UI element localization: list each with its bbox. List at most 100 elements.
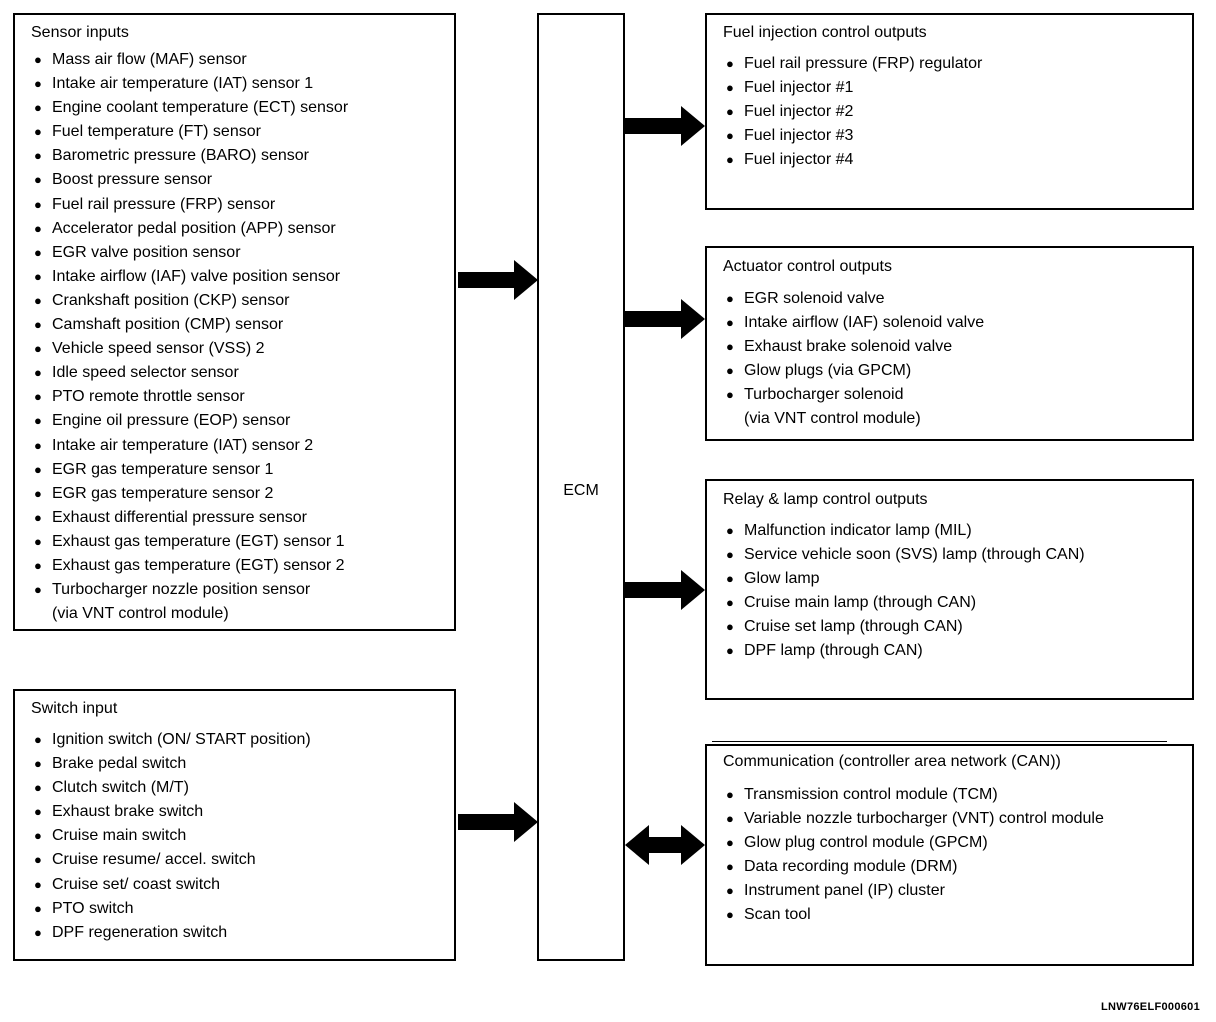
list-item: ●Exhaust differential pressure sensor: [33, 506, 450, 530]
bullet-icon: ●: [34, 900, 42, 916]
communication-box: Communication (controller area network (…: [705, 744, 1194, 966]
bullet-icon: ●: [34, 828, 42, 844]
list-item: ●Exhaust gas temperature (EGT) sensor 1: [33, 530, 450, 554]
actuator-outputs-title: Actuator control outputs: [723, 258, 892, 275]
bullet-icon: ●: [34, 341, 42, 357]
bullet-icon: ●: [726, 643, 734, 659]
list-item: ●Fuel rail pressure (FRP) sensor: [33, 193, 450, 217]
list-item: ●Vehicle speed sensor (VSS) 2: [33, 337, 450, 361]
ecm-to-fuel-injection-arrow: [625, 106, 705, 146]
bullet-icon: ●: [726, 128, 734, 144]
list-item: ●Cruise main switch: [33, 824, 450, 848]
list-item: ●Variable nozzle turbocharger (VNT) cont…: [725, 807, 1188, 831]
bullet-icon: ●: [726, 811, 734, 827]
sensor-to-ecm-arrow: [458, 260, 538, 300]
list-item: ●Scan tool: [725, 903, 1188, 927]
list-item: ●Service vehicle soon (SVS) lamp (throug…: [725, 543, 1188, 567]
bullet-icon: ●: [34, 172, 42, 188]
list-item: ●Ignition switch (ON/ START position): [33, 728, 450, 752]
relay-lamp-outputs-title: Relay & lamp control outputs: [723, 491, 928, 508]
bullet-icon: ●: [34, 924, 42, 940]
list-item: ●DPF regeneration switch: [33, 921, 450, 945]
bullet-icon: ●: [726, 883, 734, 899]
bullet-icon: ●: [34, 100, 42, 116]
bullet-icon: ●: [34, 509, 42, 525]
switch-to-ecm-arrow: [458, 802, 538, 842]
divider-line: [712, 741, 1167, 742]
bullet-icon: ●: [34, 365, 42, 381]
switch-input-title: Switch input: [31, 700, 118, 717]
list-item: ●Malfunction indicator lamp (MIL): [725, 519, 1188, 543]
bullet-icon: ●: [726, 363, 734, 379]
list-item: ●Intake airflow (IAF) valve position sen…: [33, 265, 450, 289]
list-item: ●Glow plugs (via GPCM): [725, 359, 1188, 383]
fuel-injection-outputs-list: ●Fuel rail pressure (FRP) regulator ●Fue…: [725, 52, 1188, 172]
list-item: ●Cruise set/ coast switch: [33, 873, 450, 897]
list-item: ●Data recording module (DRM): [725, 855, 1188, 879]
bullet-icon: ●: [726, 291, 734, 306]
list-item: ●Fuel injector #2: [725, 100, 1188, 124]
bullet-icon: ●: [34, 461, 42, 477]
fuel-injection-outputs-box: Fuel injection control outputs ●Fuel rai…: [705, 13, 1194, 210]
list-item: ●Engine oil pressure (EOP) sensor: [33, 409, 450, 433]
list-item: ●EGR gas temperature sensor 2: [33, 482, 450, 506]
list-item: ●Intake air temperature (IAT) sensor 2: [33, 434, 450, 458]
bullet-icon: ●: [726, 835, 734, 851]
relay-lamp-outputs-list: ●Malfunction indicator lamp (MIL) ●Servi…: [725, 519, 1188, 664]
actuator-outputs-box: Actuator control outputs ●EGR solenoid v…: [705, 246, 1194, 441]
figure-code: LNW76ELF000601: [1101, 1001, 1200, 1013]
list-item: ●Turbocharger nozzle position sensor: [33, 578, 450, 602]
list-item: ●Fuel injector #1: [725, 76, 1188, 100]
bullet-icon: ●: [34, 124, 42, 140]
list-item: ●EGR solenoid valve: [725, 287, 1188, 311]
communication-list: ●Transmission control module (TCM) ●Vari…: [725, 783, 1188, 928]
bullet-icon: ●: [34, 148, 42, 164]
bullet-icon: ●: [726, 152, 734, 168]
ecm-to-actuator-arrow: [625, 299, 705, 339]
bullet-icon: ●: [726, 387, 734, 403]
bullet-icon: ●: [34, 196, 42, 212]
list-item: ●PTO switch: [33, 897, 450, 921]
list-item: ●EGR gas temperature sensor 1: [33, 458, 450, 482]
list-item: ●Engine coolant temperature (ECT) sensor: [33, 96, 450, 120]
list-item: ●Fuel rail pressure (FRP) regulator: [725, 52, 1188, 76]
bullet-icon: ●: [34, 317, 42, 333]
list-item-continuation: (via VNT control module): [52, 605, 229, 623]
switch-input-list: ●Ignition switch (ON/ START position) ●B…: [33, 728, 450, 945]
list-item: ●Idle speed selector sensor: [33, 361, 450, 385]
bullet-icon: ●: [34, 582, 42, 598]
list-item: ●Glow lamp: [725, 567, 1188, 591]
list-item: ●Clutch switch (M/T): [33, 776, 450, 800]
list-item: ●Cruise set lamp (through CAN): [725, 615, 1188, 639]
list-item: ●Accelerator pedal position (APP) sensor: [33, 217, 450, 241]
list-item: ●Transmission control module (TCM): [725, 783, 1188, 807]
list-item: ●Fuel injector #3: [725, 124, 1188, 148]
list-item: ●Exhaust gas temperature (EGT) sensor 2: [33, 554, 450, 578]
bullet-icon: ●: [34, 780, 42, 796]
list-item: ●DPF lamp (through CAN): [725, 639, 1188, 663]
bullet-icon: ●: [34, 76, 42, 92]
bullet-icon: ●: [34, 413, 42, 429]
ecm-box: ECM: [537, 13, 625, 961]
actuator-outputs-list: ●EGR solenoid valve ●Intake airflow (IAF…: [725, 287, 1188, 430]
communication-title: Communication (controller area network (…: [723, 753, 1061, 770]
list-item: ●Turbocharger solenoid: [725, 383, 1188, 407]
list-item: ●Boost pressure sensor: [33, 168, 450, 192]
sensor-inputs-title: Sensor inputs: [31, 24, 129, 41]
ecm-communication-bidirectional-arrow: [625, 825, 705, 865]
bullet-icon: ●: [726, 339, 734, 355]
bullet-icon: ●: [34, 389, 42, 405]
bullet-icon: ●: [726, 523, 734, 538]
ecm-to-relay-lamp-arrow: [625, 570, 705, 610]
bullet-icon: ●: [726, 104, 734, 120]
bullet-icon: ●: [726, 547, 734, 563]
list-item: ●Brake pedal switch: [33, 752, 450, 776]
bullet-icon: ●: [726, 787, 734, 802]
bullet-icon: ●: [726, 859, 734, 875]
relay-lamp-outputs-box: Relay & lamp control outputs ●Malfunctio…: [705, 479, 1194, 700]
bullet-icon: ●: [34, 756, 42, 772]
bullet-icon: ●: [726, 595, 734, 611]
switch-input-box: Switch input ●Ignition switch (ON/ START…: [13, 689, 456, 961]
bullet-icon: ●: [726, 619, 734, 635]
bullet-icon: ●: [34, 804, 42, 820]
